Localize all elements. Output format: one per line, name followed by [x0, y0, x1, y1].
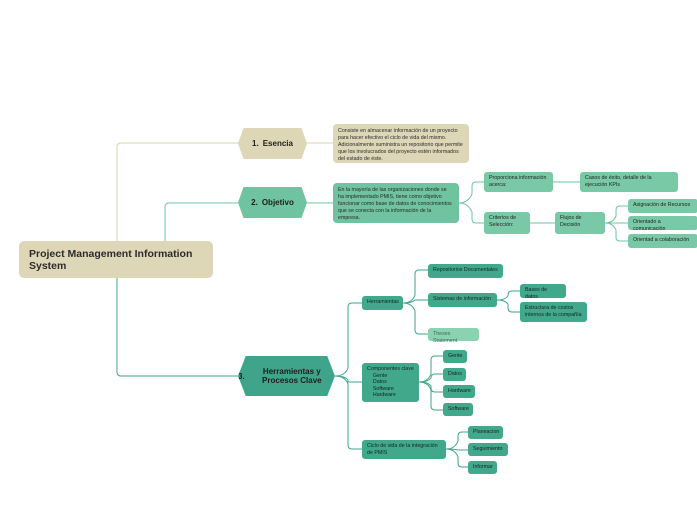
- componentes-node[interactable]: Componentes clave Gente Datos Software H…: [362, 363, 419, 402]
- estructura-costos-node[interactable]: Estructura de costos internos de la comp…: [520, 302, 587, 322]
- branch-label: Herramientas y Procesos Clave: [262, 367, 322, 385]
- ciclo-item[interactable]: Planeacion: [468, 426, 503, 439]
- herramientas-node[interactable]: Herramientas: [362, 296, 403, 310]
- flujos-node[interactable]: Flujos de Decisión: [555, 212, 605, 234]
- componente-item[interactable]: Gente: [443, 350, 467, 363]
- branch-label: Objetivo: [261, 198, 294, 207]
- ciclo-node[interactable]: Ciclo de vida de la integración de PMIS: [362, 440, 446, 459]
- branch-number: 2.: [251, 198, 258, 207]
- branch-esencia[interactable]: 1. Esencia: [238, 128, 307, 159]
- criterio-item[interactable]: Orientado a comunicación: [628, 216, 697, 232]
- branch-label: Esencia: [262, 139, 293, 148]
- criterio-item[interactable]: Orientad a colaboración: [628, 234, 697, 248]
- branch-herramientas[interactable]: 3. Herramientas y Procesos Clave: [238, 356, 335, 396]
- ciclo-item[interactable]: Seguimiento: [468, 443, 508, 456]
- root-node[interactable]: Project Management Information System: [19, 241, 213, 278]
- proporciona-node[interactable]: Proporciona información acerca:: [484, 172, 553, 192]
- casos-exito-node[interactable]: Casos de éxito, detalle de la ejecución …: [580, 172, 678, 192]
- branch-number: 3.: [238, 371, 245, 381]
- branch-number: 1.: [252, 139, 259, 148]
- esencia-description[interactable]: Consiste en almacenar información de un …: [333, 124, 469, 163]
- componente-item[interactable]: Software: [443, 403, 473, 416]
- bases-datos-node[interactable]: Bases de datos: [520, 284, 566, 300]
- theses-node[interactable]: Theses Statement: [428, 328, 479, 344]
- repositorios-node[interactable]: Repositorios Documentales: [428, 264, 503, 278]
- ciclo-item[interactable]: Informar: [468, 461, 497, 474]
- componente-item[interactable]: Datos: [443, 368, 466, 381]
- criterios-node[interactable]: Criterios de Selección:: [484, 212, 530, 234]
- criterio-item[interactable]: Asignación de Recursos: [628, 199, 697, 213]
- sistemas-node[interactable]: Sistemas de información: [428, 293, 497, 307]
- componente-item[interactable]: Hardware: [443, 385, 475, 398]
- branch-objetivo[interactable]: 2. Objetivo: [238, 187, 307, 218]
- objetivo-description[interactable]: En la mayoría de las organizaciones dond…: [333, 183, 459, 223]
